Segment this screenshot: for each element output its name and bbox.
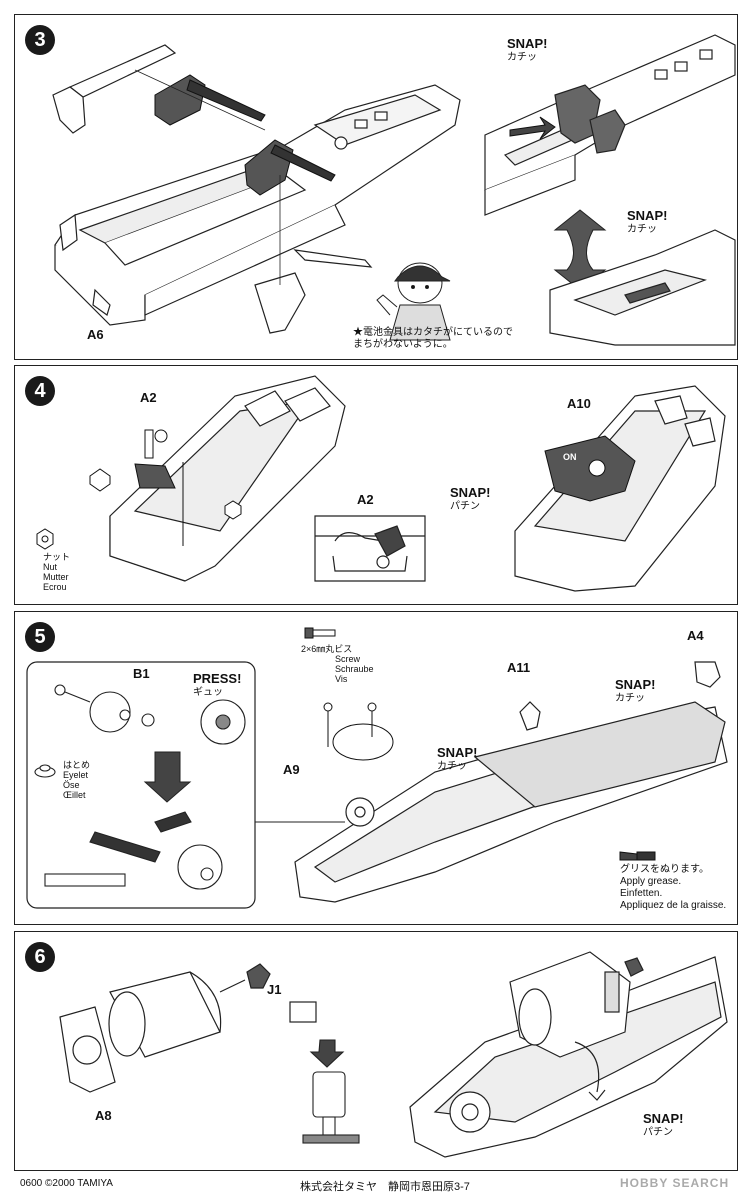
- footer-address: 株式会社タミヤ 静岡市恩田原3-7: [300, 1181, 470, 1193]
- step6-part-j1-label: J1: [267, 982, 282, 997]
- page-footer: 0600 ©2000 TAMIYA 株式会社タミヤ 静岡市恩田原3-7 HOBB…: [0, 1176, 751, 1200]
- step3-illustration: [52, 34, 736, 346]
- step3-panel: 3: [14, 14, 738, 360]
- step3-number: 3: [25, 25, 55, 55]
- footer-copyright: 0600 ©2000 TAMIYA: [20, 1178, 113, 1189]
- step5-part-a4-label: A4: [687, 628, 704, 643]
- step5-illustration: [26, 627, 728, 909]
- step6-part-a8-label: A8: [95, 1108, 112, 1123]
- step4-panel: 4: [14, 365, 738, 605]
- step4-illustration: [36, 375, 726, 592]
- footer-watermark: HOBBY SEARCH: [620, 1176, 730, 1190]
- step4-number: 4: [25, 376, 55, 406]
- step5-snap1-label: SNAP!カチッ: [615, 677, 656, 705]
- step6-panel: 6: [14, 931, 738, 1171]
- step5-number: 5: [25, 622, 55, 652]
- step3-note: ★電池金具はカタチがにているのでまちがわないように。: [353, 327, 513, 350]
- step5-press-label: PRESS!ギュッ: [193, 671, 242, 699]
- step5-part-b1-label: B1: [133, 666, 150, 681]
- step4-a10-mark: ON: [563, 452, 577, 462]
- step5-snap2-label: SNAP!カチッ: [437, 745, 478, 773]
- step4-part-a2-detail-label: A2: [357, 492, 374, 507]
- step3-part-a6-label: A6: [87, 327, 104, 342]
- step6-number: 6: [25, 942, 55, 972]
- step5-grease-note: グリスをぬります。Apply grease.Einfetten.Applique…: [620, 864, 727, 911]
- step6-snap-label: SNAP!パチン: [643, 1111, 684, 1139]
- step3-snap1-label: SNAP!カチッ: [507, 36, 548, 64]
- step4-snap-label: SNAP!パチン: [450, 485, 491, 513]
- step4-part-a10-label: A10: [567, 396, 591, 411]
- step4-part-a2-label: A2: [140, 390, 157, 405]
- step5-part-a11-label: A11: [507, 660, 531, 675]
- step6-illustration: [59, 951, 728, 1158]
- step5-panel: 5: [14, 611, 738, 925]
- step3-snap2-label: SNAP!カチッ: [627, 208, 668, 236]
- step5-part-a9-label: A9: [283, 762, 300, 777]
